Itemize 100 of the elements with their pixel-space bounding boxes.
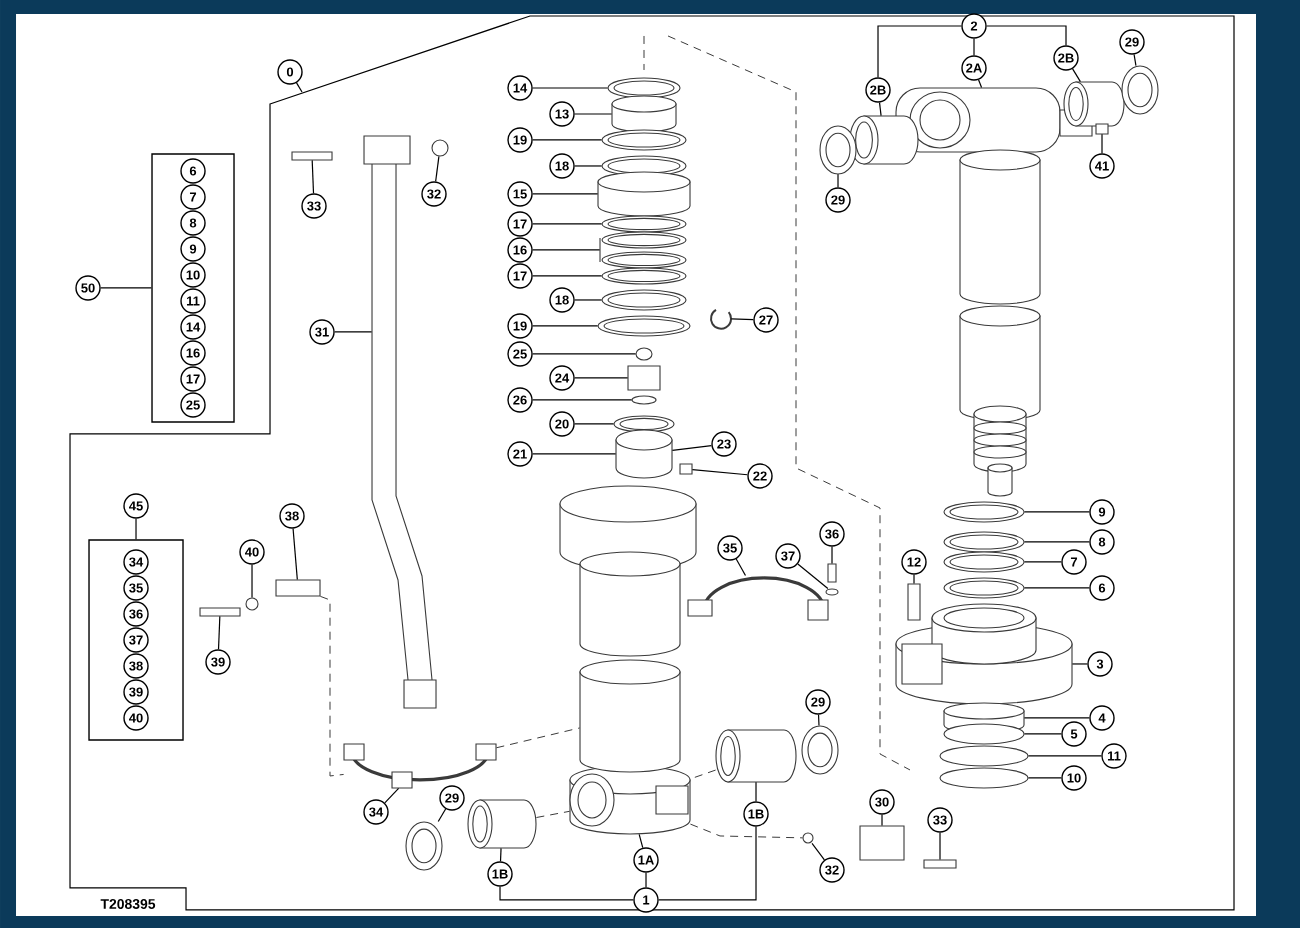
bushing	[849, 115, 919, 165]
seal-ring	[1121, 65, 1159, 115]
leader-line	[437, 808, 447, 823]
leader-line	[691, 468, 748, 476]
bushing	[467, 799, 537, 849]
leader-line	[1071, 663, 1088, 665]
grease-fitting	[1095, 123, 1109, 135]
leader-line	[384, 787, 400, 804]
hydraulic-pipe	[371, 163, 437, 709]
leader-line	[532, 249, 601, 251]
leader-line	[837, 173, 839, 188]
seal-ring	[601, 289, 687, 311]
leader-line	[574, 423, 615, 425]
leader-line	[532, 453, 617, 455]
leader-line	[1027, 755, 1102, 757]
screw	[827, 563, 837, 583]
leader-line	[817, 714, 820, 727]
leader-line	[435, 155, 440, 182]
leader-line	[831, 546, 833, 565]
seal-ring	[943, 501, 1025, 523]
bushing	[611, 95, 677, 133]
seal-ring	[601, 215, 687, 233]
nut	[245, 597, 259, 611]
cylinder-tube	[579, 659, 681, 773]
assembly-line	[535, 810, 571, 818]
seal-ring	[943, 577, 1025, 599]
seal-ring	[943, 551, 1025, 573]
leader-line	[574, 377, 629, 379]
leader-line	[295, 82, 303, 93]
piston-nut	[615, 429, 673, 479]
leader-line	[532, 139, 603, 141]
clamp	[687, 576, 829, 621]
leader-line	[1023, 541, 1090, 543]
leader-line	[217, 615, 221, 650]
leader-line	[574, 165, 603, 167]
leader-line	[532, 87, 609, 89]
leader-line	[574, 113, 613, 115]
clamp	[343, 743, 497, 789]
bushing	[715, 729, 797, 783]
assembly-line	[495, 727, 581, 749]
seal-ring	[943, 723, 1025, 745]
leader-line	[1072, 68, 1081, 83]
pipe-clamp	[275, 579, 321, 597]
leader-line	[1133, 53, 1137, 67]
leader-line	[645, 872, 647, 888]
leader-line	[1023, 587, 1090, 589]
seal-ring-set	[599, 231, 687, 269]
leader-line	[499, 847, 502, 862]
leader-line	[730, 318, 754, 321]
assembly-line	[689, 769, 717, 780]
leader-line	[532, 399, 633, 401]
washer	[631, 395, 657, 405]
gland	[895, 603, 1073, 705]
leader-line	[1027, 777, 1062, 779]
assembly-line	[319, 595, 345, 777]
leader-line	[1023, 717, 1090, 719]
seal-ring	[601, 267, 687, 285]
nut	[431, 139, 449, 157]
seal-ring	[405, 821, 443, 871]
leader-line	[532, 275, 603, 277]
leader-line	[311, 159, 315, 194]
leader-line	[532, 193, 599, 195]
seal-ring	[939, 767, 1029, 789]
leader-line	[1023, 561, 1062, 563]
leader-line	[797, 563, 829, 590]
leader-line	[913, 574, 915, 585]
bolt	[199, 607, 241, 617]
clamp-block	[859, 825, 905, 861]
leader-line	[1023, 733, 1062, 735]
piston-rod	[959, 149, 1041, 305]
cylinder-head	[569, 765, 691, 835]
leader-line	[877, 25, 962, 78]
leader-line	[1023, 511, 1090, 513]
seal-ring	[597, 315, 691, 337]
piston-rod	[959, 305, 1041, 497]
leader-line	[881, 814, 883, 827]
washer	[825, 588, 839, 596]
leader-line	[939, 832, 941, 861]
bolt	[907, 583, 921, 621]
leader-line	[334, 331, 373, 333]
bolt	[923, 859, 957, 869]
piston	[597, 171, 691, 217]
leader-line	[100, 287, 152, 289]
bolt	[291, 151, 333, 161]
leader-line	[658, 826, 757, 901]
nut	[627, 365, 661, 391]
leader-line	[811, 842, 825, 861]
leader-line	[574, 299, 603, 301]
leader-line	[973, 38, 975, 56]
leader-line	[532, 325, 599, 327]
seal-ring	[943, 531, 1025, 553]
seal-ring	[939, 745, 1029, 767]
leader-line	[292, 528, 298, 581]
seal-ring	[601, 129, 687, 151]
pipe-clamp	[363, 135, 411, 165]
leader-line	[135, 518, 137, 540]
leader-line	[986, 25, 1067, 46]
leader-line	[532, 353, 637, 355]
ball	[635, 347, 653, 361]
pin	[802, 832, 814, 844]
